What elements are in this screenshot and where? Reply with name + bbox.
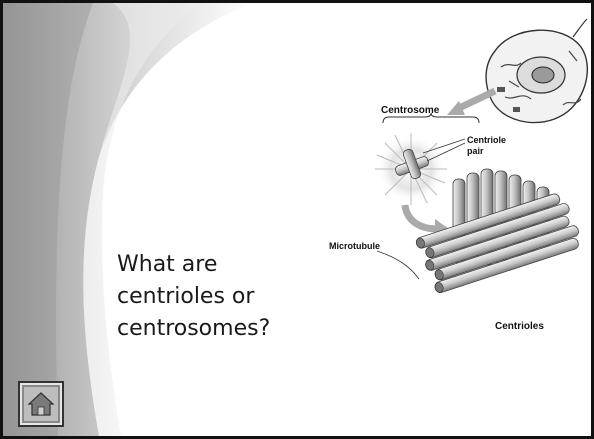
centriole-label-line1: Centriole — [467, 135, 506, 145]
centrioles-label: Centrioles — [495, 321, 544, 332]
centrioles-drawing — [415, 169, 583, 295]
centriole-pair-label: Centriole pair — [467, 135, 509, 156]
cell-drawing — [486, 19, 587, 123]
home-icon — [27, 390, 55, 418]
microtubule-label: Microtubule — [329, 241, 380, 251]
slide-question: What are centrioles or centrosomes? — [117, 249, 337, 345]
centrosome-illustration: Centrosome Centriole pair — [323, 17, 591, 347]
centriole-label-line2: pair — [467, 146, 484, 156]
home-button[interactable] — [18, 381, 64, 427]
